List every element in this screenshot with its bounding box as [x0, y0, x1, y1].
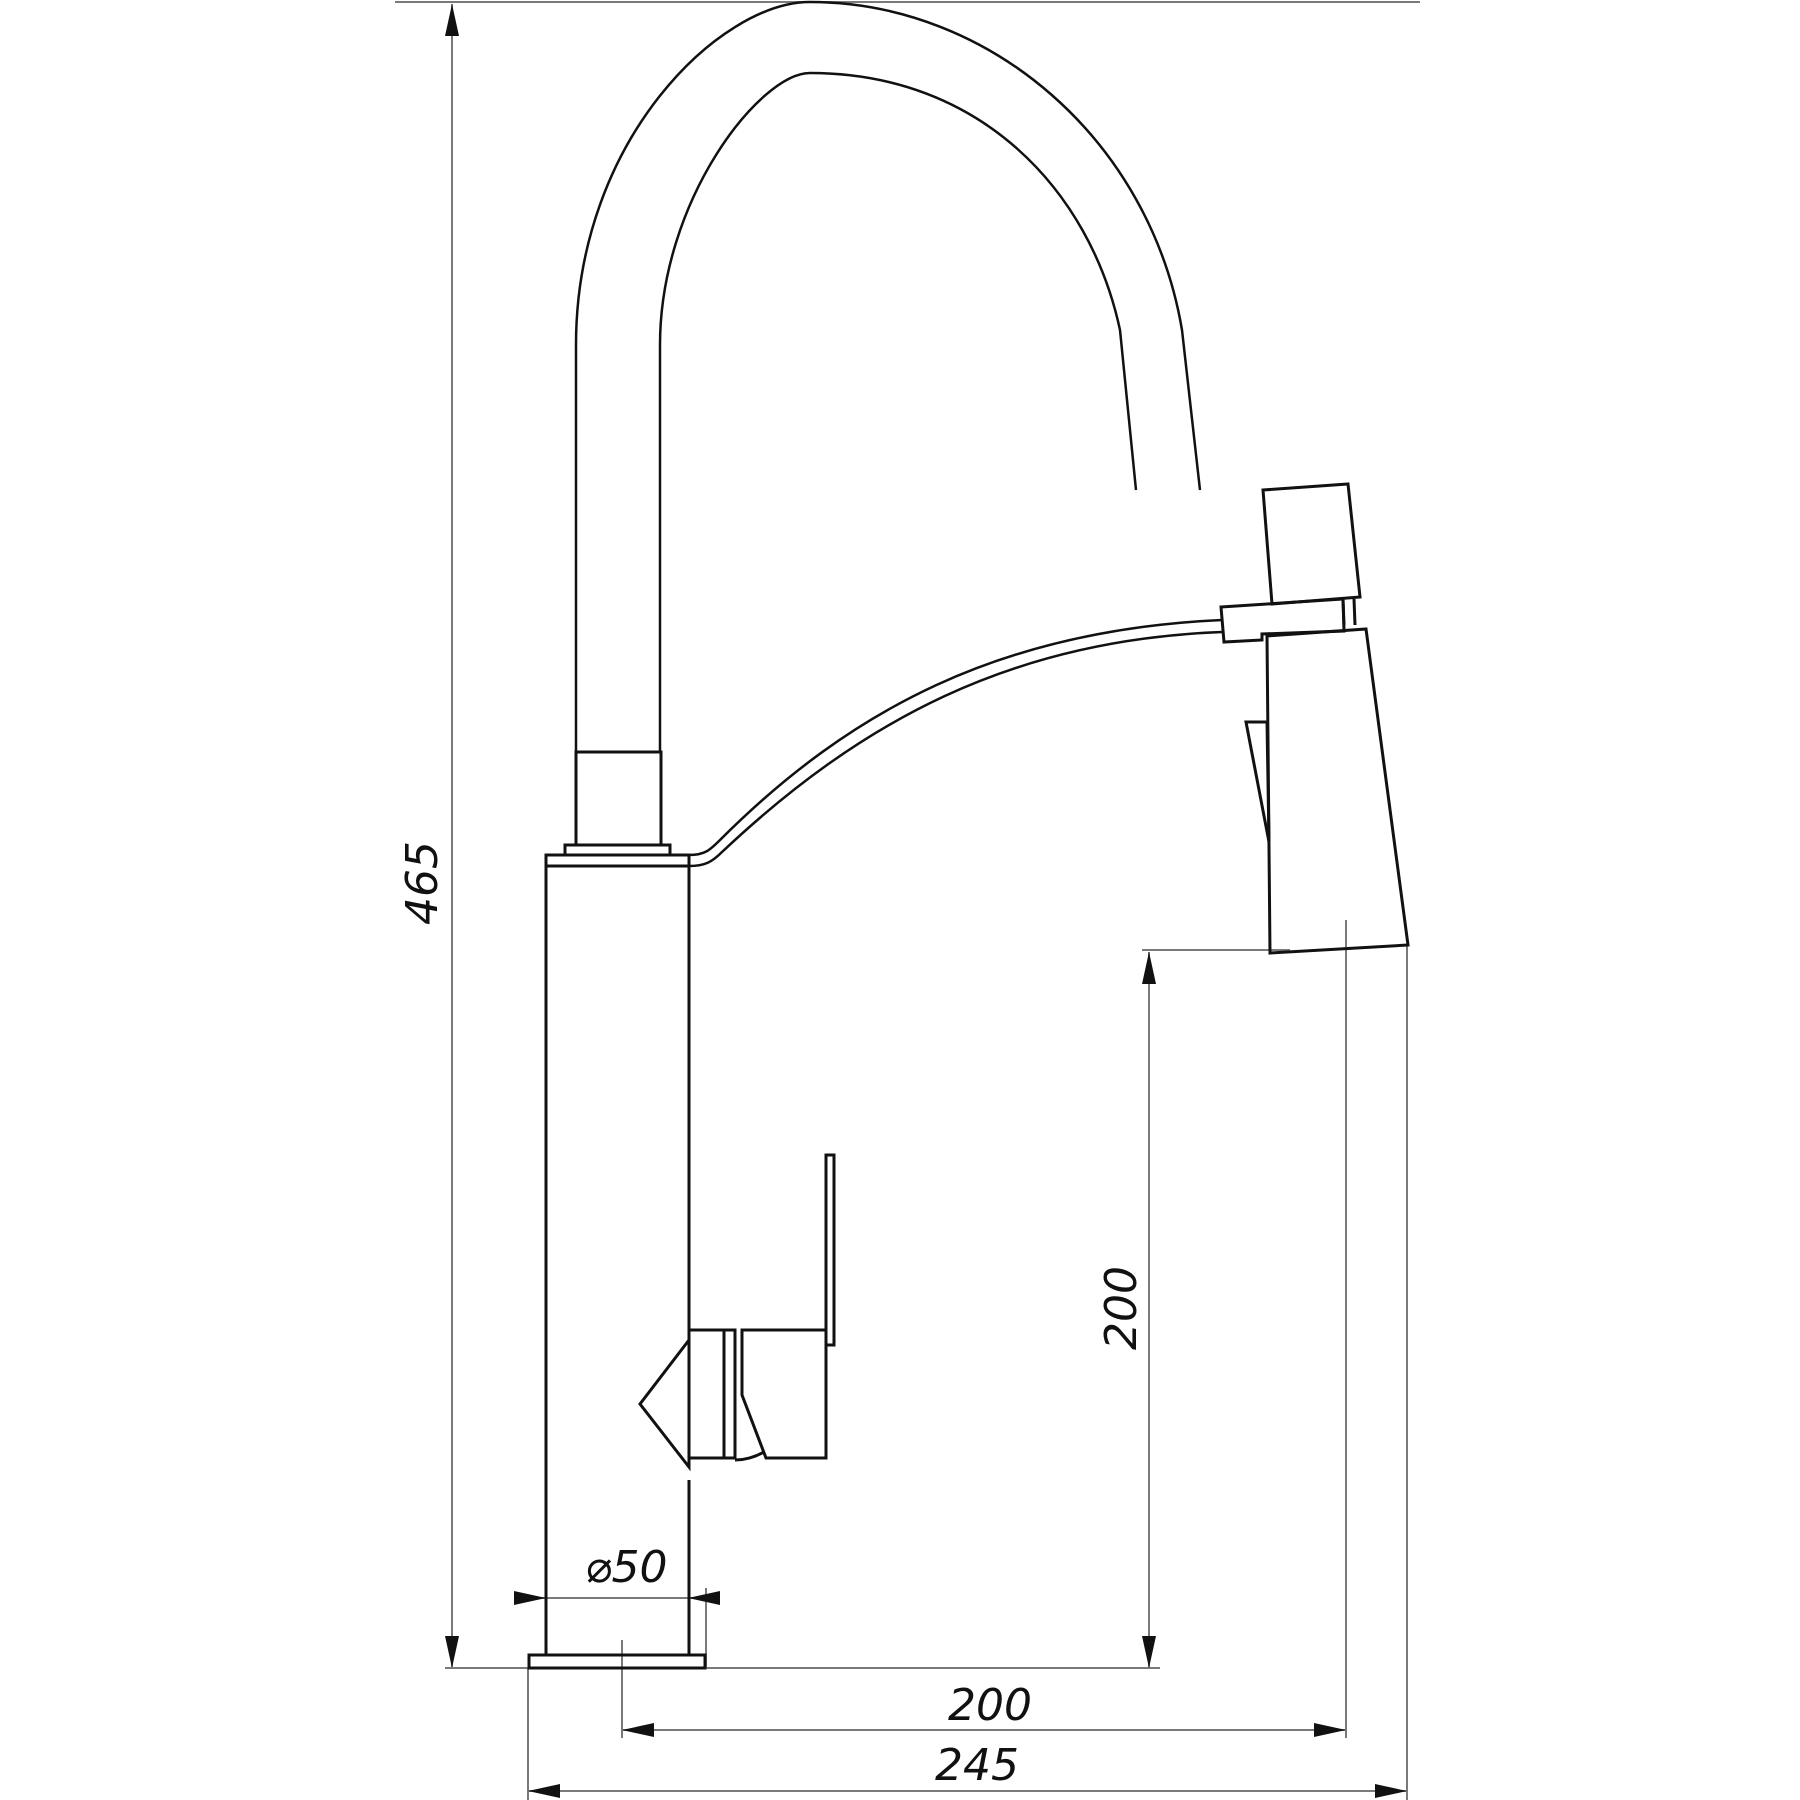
- spray-button: [1244, 720, 1271, 843]
- diameter-50-label: ⌀50: [585, 1542, 667, 1593]
- swivel-collar: [574, 750, 663, 847]
- spray-head: [1265, 627, 1410, 955]
- spray-head-coupling: [1261, 482, 1362, 606]
- arrow-right-icon: [514, 1591, 546, 1605]
- lever-handle-body: [740, 1328, 828, 1460]
- arrow-right-icon: [1314, 1723, 1346, 1737]
- lever-handle-blade: [824, 1153, 836, 1347]
- arrow-left-icon: [528, 1784, 560, 1798]
- connector-slot-line: [1352, 598, 1357, 626]
- pull-out-hose-upper: [688, 618, 1223, 857]
- arrow-right-icon: [1375, 1784, 1407, 1798]
- arrow-down-icon: [1142, 1636, 1156, 1668]
- reach-200-label: 200: [948, 1680, 1032, 1731]
- pull-out-hose-lower: [688, 630, 1223, 868]
- arrow-up-icon: [1142, 952, 1156, 984]
- arrow-up-icon: [445, 4, 459, 36]
- base-plate: [527, 1653, 707, 1670]
- depth-245-label: 245: [935, 1740, 1019, 1791]
- cartridge-cap: [638, 1335, 691, 1472]
- arrow-down-icon: [445, 1636, 459, 1668]
- cartridge-ring: [722, 1328, 737, 1460]
- spout-arc-outer: [574, 0, 1202, 752]
- arrow-left-icon: [688, 1591, 720, 1605]
- spout-arc-inner: [658, 71, 1138, 752]
- dimension-lines: [395, 1, 1420, 1800]
- connector-slot-line: [1341, 598, 1346, 626]
- faucet-parts: [527, 0, 1410, 1670]
- body-top-cap: [544, 853, 691, 868]
- height-465-label: 465: [397, 841, 448, 925]
- lever-pivot-arc: [734, 1450, 765, 1462]
- dimension-labels: 465 200 200 245 ⌀50: [397, 841, 1147, 1791]
- arrow-left-icon: [622, 1723, 654, 1737]
- height-200-label: 200: [1096, 1266, 1147, 1350]
